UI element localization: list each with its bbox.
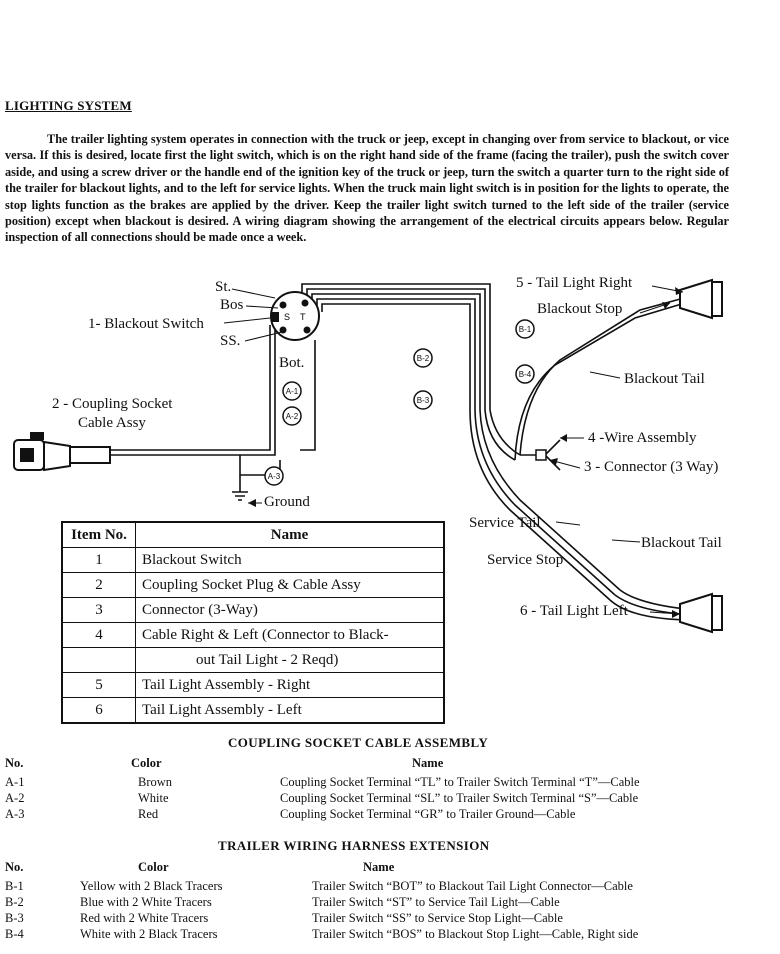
label-bos: Bos: [220, 297, 244, 313]
harness-row-name: Trailer Switch “BOT” to Blackout Tail Li…: [312, 879, 633, 893]
item-no: 2: [61, 572, 136, 598]
harness-row-no: B-1: [5, 879, 24, 893]
harness-title: TRAILER WIRING HARNESS EXTENSION: [218, 838, 490, 853]
item-no: 1: [61, 547, 136, 573]
coupling-row-no: A-1: [5, 775, 25, 789]
svg-text:A-2: A-2: [286, 412, 299, 421]
label-blackout-switch: 1- Blackout Switch: [88, 316, 204, 332]
item-name: Coupling Socket Plug & Cable Assy: [135, 572, 445, 598]
harness-row-color: Blue with 2 White Tracers: [80, 895, 212, 909]
harness-row-name: Trailer Switch “BOS” to Blackout Stop Li…: [312, 927, 639, 941]
item-no: 3: [61, 597, 136, 623]
coupling-row-no: A-2: [5, 791, 25, 805]
tail-light-right-icon: [679, 278, 723, 320]
harness-row-color: Yellow with 2 Black Tracers: [80, 879, 223, 893]
coupling-header-name: Name: [412, 756, 444, 770]
coupling-header-color: Color: [131, 756, 162, 770]
switch-terminal-t: T: [300, 312, 306, 322]
switch-terminal-s: S: [284, 312, 290, 322]
item-no: 6: [61, 697, 136, 724]
svg-text:B-3: B-3: [417, 396, 430, 405]
svg-text:A-3: A-3: [268, 472, 281, 481]
label-wire-assembly: 4 -Wire Assembly: [588, 430, 697, 446]
item-no: 5: [61, 672, 136, 698]
label-coupling-socket: 2 - Coupling Socket: [52, 396, 173, 412]
item-name-continued: out Tail Light - 2 Reqd): [135, 647, 445, 673]
tag-a2: A-2: [282, 406, 302, 426]
coupling-row-name: Coupling Socket Terminal “GR” to Trailer…: [280, 807, 576, 821]
svg-text:B-2: B-2: [417, 354, 430, 363]
coupling-row-name: Coupling Socket Terminal “SL” to Trailer…: [280, 791, 639, 805]
coupling-title: COUPLING SOCKET CABLE ASSEMBLY: [228, 735, 489, 750]
label-st: St.: [215, 279, 232, 295]
harness-row-no: B-4: [5, 927, 24, 941]
wiring-diagram: S T A-1 A-2 A-3 B-1: [13, 278, 723, 634]
table-row: out Tail Light - 2 Reqd): [61, 647, 445, 673]
svg-text:A-1: A-1: [286, 387, 299, 396]
tag-b2: B-2: [413, 348, 433, 368]
item-no: 4: [61, 622, 136, 648]
label-ss: SS.: [220, 333, 241, 349]
tag-b1: B-1: [515, 319, 535, 339]
label-tail-light-right: 5 - Tail Light Right: [516, 275, 633, 291]
harness-row-no: B-2: [5, 895, 24, 909]
harness-row-color: White with 2 Black Tracers: [80, 927, 218, 941]
coupling-row-name: Coupling Socket Terminal “TL” to Trailer…: [280, 775, 640, 789]
harness-header-name: Name: [363, 860, 395, 874]
label-connector: 3 - Connector (3 Way): [584, 459, 719, 475]
tag-b3: B-3: [413, 390, 433, 410]
header-item-no: Item No.: [61, 521, 136, 548]
item-name: Tail Light Assembly - Right: [135, 672, 445, 698]
blackout-switch-icon: S T: [270, 291, 320, 341]
label-blackout-stop: Blackout Stop: [537, 301, 623, 317]
section-heading: LIGHTING SYSTEM: [5, 98, 132, 113]
tag-a1: A-1: [282, 381, 302, 401]
coupling-row-color: Red: [138, 807, 159, 821]
harness-header-no: No.: [5, 860, 24, 874]
coupling-socket-plug-icon: [13, 432, 111, 472]
items-table-header: Item No. Name: [61, 521, 445, 548]
harness-row-no: B-3: [5, 911, 24, 925]
item-name: Cable Right & Left (Connector to Black-: [135, 622, 445, 648]
item-name: Blackout Switch: [135, 547, 445, 573]
intro-paragraph: The trailer lighting system operates in …: [5, 132, 729, 245]
label-ground: Ground: [264, 494, 310, 510]
coupling-row-color: Brown: [138, 775, 173, 789]
tag-a3: A-3: [264, 466, 284, 486]
label-service-tail: Service Tail: [469, 515, 541, 531]
harness-row-name: Trailer Switch “ST” to Service Tail Ligh…: [312, 895, 560, 909]
coupling-row-color: White: [138, 791, 169, 805]
label-blackout-tail-upper: Blackout Tail: [624, 371, 705, 387]
label-cable-assy: Cable Assy: [78, 415, 146, 431]
harness-row-color: Red with 2 White Tracers: [80, 911, 209, 925]
coupling-row-no: A-3: [5, 807, 25, 821]
tag-b4: B-4: [515, 364, 535, 384]
connector-icon: [535, 449, 547, 461]
label-blackout-tail-lower: Blackout Tail: [641, 535, 722, 551]
harness-row-name: Trailer Switch “SS” to Service Stop Ligh…: [312, 911, 563, 925]
harness-header-color: Color: [138, 860, 169, 874]
label-bot: Bot.: [279, 355, 305, 371]
svg-text:B-1: B-1: [519, 325, 532, 334]
svg-text:B-4: B-4: [519, 370, 532, 379]
label-tail-light-left: 6 - Tail Light Left: [520, 603, 628, 619]
item-name: Connector (3-Way): [135, 597, 445, 623]
item-name: Tail Light Assembly - Left: [135, 697, 445, 724]
label-service-stop: Service Stop: [487, 552, 564, 568]
header-name: Name: [135, 521, 445, 548]
coupling-header-no: No.: [5, 756, 24, 770]
tail-light-left-icon: [679, 592, 723, 634]
